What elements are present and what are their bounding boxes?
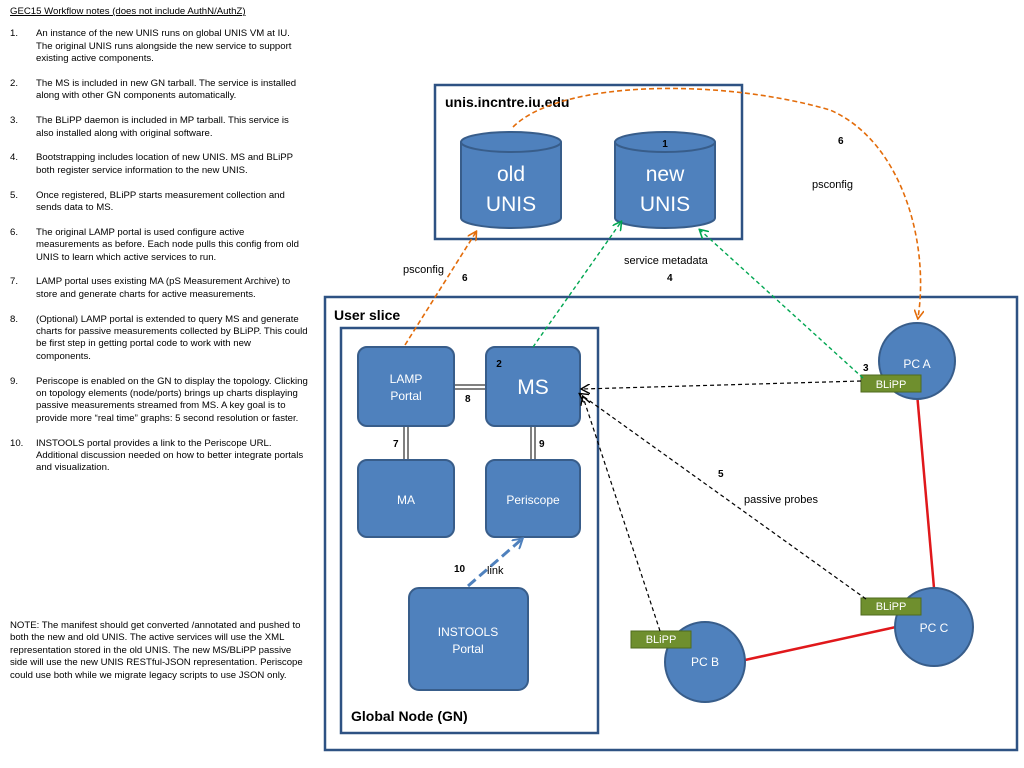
psconfig-arrow-lamp: [404, 232, 476, 346]
probe-arrow-pca: [582, 380, 862, 389]
ma-box[interactable]: MA: [357, 459, 455, 538]
item-number: 4.: [10, 152, 19, 164]
service-metadata-label: service metadata: [624, 255, 709, 267]
step-label-7: 7: [393, 439, 399, 450]
list-item: 6. The original LAMP portal is used confi…: [10, 227, 308, 264]
metadata-arrow-ms: [532, 222, 621, 348]
step-badge-1: 1: [662, 139, 668, 150]
step-label-6-left: 6: [462, 273, 468, 284]
item-number: 5.: [10, 189, 19, 201]
lamp-ma-connector: [403, 426, 409, 460]
item-number: 10.: [10, 437, 24, 449]
list-item: 3. The BLiPP daemon is included in MP tar…: [10, 115, 308, 140]
ms-label: MS: [517, 376, 549, 399]
global-node-frame: [339, 326, 600, 735]
metadata-arrow-blipp: [700, 230, 864, 379]
lamp-portal-label-line2: Portal: [390, 389, 421, 403]
item-text: Once registered, BLiPP starts measuremen…: [36, 189, 285, 214]
old-unis-database[interactable]: old UNIS: [460, 131, 562, 229]
ma-label: MA: [397, 493, 415, 507]
blipp-label: BLiPP: [876, 379, 907, 391]
list-item: 2. The MS is included in new GN tarball. …: [10, 78, 308, 103]
blipp-badge-pc-a[interactable]: BLiPP: [860, 374, 922, 393]
global-node-title: Global Node (GN): [351, 708, 468, 724]
step-label-3: 3: [863, 363, 869, 374]
periscope-label: Periscope: [506, 493, 560, 507]
item-text: The original LAMP portal is used configu…: [36, 226, 299, 263]
notes-title: GEC15 Workflow notes (does not include A…: [10, 6, 246, 17]
unis-host-title: unis.incntre.iu.edu: [445, 94, 569, 110]
step-label-6-right: 6: [838, 136, 844, 147]
list-item: 5. Once registered, BLiPP starts measurem…: [10, 190, 308, 215]
psconfig-arrow-pca: [512, 87, 921, 318]
blipp-label: BLiPP: [646, 634, 677, 646]
list-item: 10. INSTOOLS portal provides a link to th…: [10, 438, 308, 475]
unis-host-frame: [433, 83, 744, 241]
psconfig-label-left: psconfig: [403, 264, 444, 276]
step-label-4: 4: [667, 273, 673, 284]
step-badge-2: 2: [496, 359, 502, 370]
item-text: (Optional) LAMP portal is extended to qu…: [36, 313, 308, 362]
step-label-8: 8: [465, 394, 471, 405]
probe-arrow-pcc: [580, 394, 867, 600]
instools-portal-box[interactable]: INSTOOLS Portal: [408, 587, 529, 691]
new-unis-database[interactable]: 1 new UNIS: [614, 131, 716, 229]
item-number: 8.: [10, 313, 19, 325]
item-number: 2.: [10, 78, 19, 90]
list-item: 8. (Optional) LAMP portal is extended to …: [10, 314, 308, 364]
list-item: 9. Periscope is enabled on the GN to disp…: [10, 376, 308, 426]
lamp-portal-label-line1: LAMP: [390, 372, 423, 386]
passive-probes-label: passive probes: [744, 494, 818, 506]
probe-arrow-pcb: [583, 397, 661, 632]
notes-list: 1. An instance of the new UNIS runs on gl…: [10, 28, 308, 474]
manifest-note: NOTE: The manifest should get converted …: [10, 620, 303, 681]
item-text: An instance of the new UNIS runs on glob…: [36, 28, 292, 65]
workflow-notes: GEC15 Workflow notes (does not include A…: [10, 6, 308, 487]
pc-a-label: PC A: [903, 357, 930, 371]
periscope-box[interactable]: Periscope: [485, 459, 581, 538]
item-text: INSTOOLS portal provides a link to the P…: [36, 437, 304, 474]
new-unis-label-line1: new: [646, 163, 685, 186]
blipp-badge-pc-b[interactable]: BLiPP: [630, 630, 692, 649]
instools-link-arrow: [467, 539, 522, 588]
step-label-5: 5: [718, 469, 724, 480]
list-item: 1. An instance of the new UNIS runs on gl…: [10, 28, 308, 65]
lamp-portal-box[interactable]: LAMP Portal: [357, 346, 455, 427]
list-item: 4. Bootstrapping includes location of new…: [10, 152, 308, 177]
instools-label-line1: INSTOOLS: [438, 625, 498, 639]
blipp-badge-pc-c[interactable]: BLiPP: [860, 597, 922, 616]
item-number: 7.: [10, 276, 19, 288]
link-label: link: [487, 565, 504, 577]
list-item: 7. LAMP portal uses existing MA (pS Measu…: [10, 276, 308, 301]
item-number: 6.: [10, 226, 19, 238]
ms-periscope-connector: [530, 426, 536, 460]
item-text: Periscope is enabled on the GN to displa…: [36, 375, 308, 424]
item-text: The MS is included in new GN tarball. Th…: [36, 78, 297, 102]
user-slice-frame: [323, 295, 1019, 752]
blipp-label: BLiPP: [876, 601, 907, 613]
item-text: The BLiPP daemon is included in MP tarba…: [36, 115, 289, 139]
user-slice-title: User slice: [334, 307, 400, 323]
item-number: 9.: [10, 375, 19, 387]
old-unis-label-line2: UNIS: [486, 193, 536, 216]
pc-b-label: PC B: [691, 655, 719, 669]
item-number: 3.: [10, 115, 19, 127]
step-label-10: 10: [454, 564, 466, 575]
lamp-ms-connector: [454, 384, 486, 390]
pc-c-label: PC C: [920, 621, 949, 635]
psconfig-label-right: psconfig: [812, 179, 853, 191]
old-unis-label-line1: old: [497, 163, 525, 186]
step-label-9: 9: [539, 439, 545, 450]
new-unis-label-line2: UNIS: [640, 193, 690, 216]
item-text: LAMP portal uses existing MA (pS Measure…: [36, 276, 291, 300]
link-pca-pcc: [915, 392, 936, 589]
instools-label-line2: Portal: [452, 642, 483, 656]
link-pcb-pcc: [744, 625, 897, 662]
item-number: 1.: [10, 28, 19, 40]
item-text: Bootstrapping includes location of new U…: [36, 152, 293, 176]
ms-box[interactable]: MS 2: [485, 346, 581, 427]
